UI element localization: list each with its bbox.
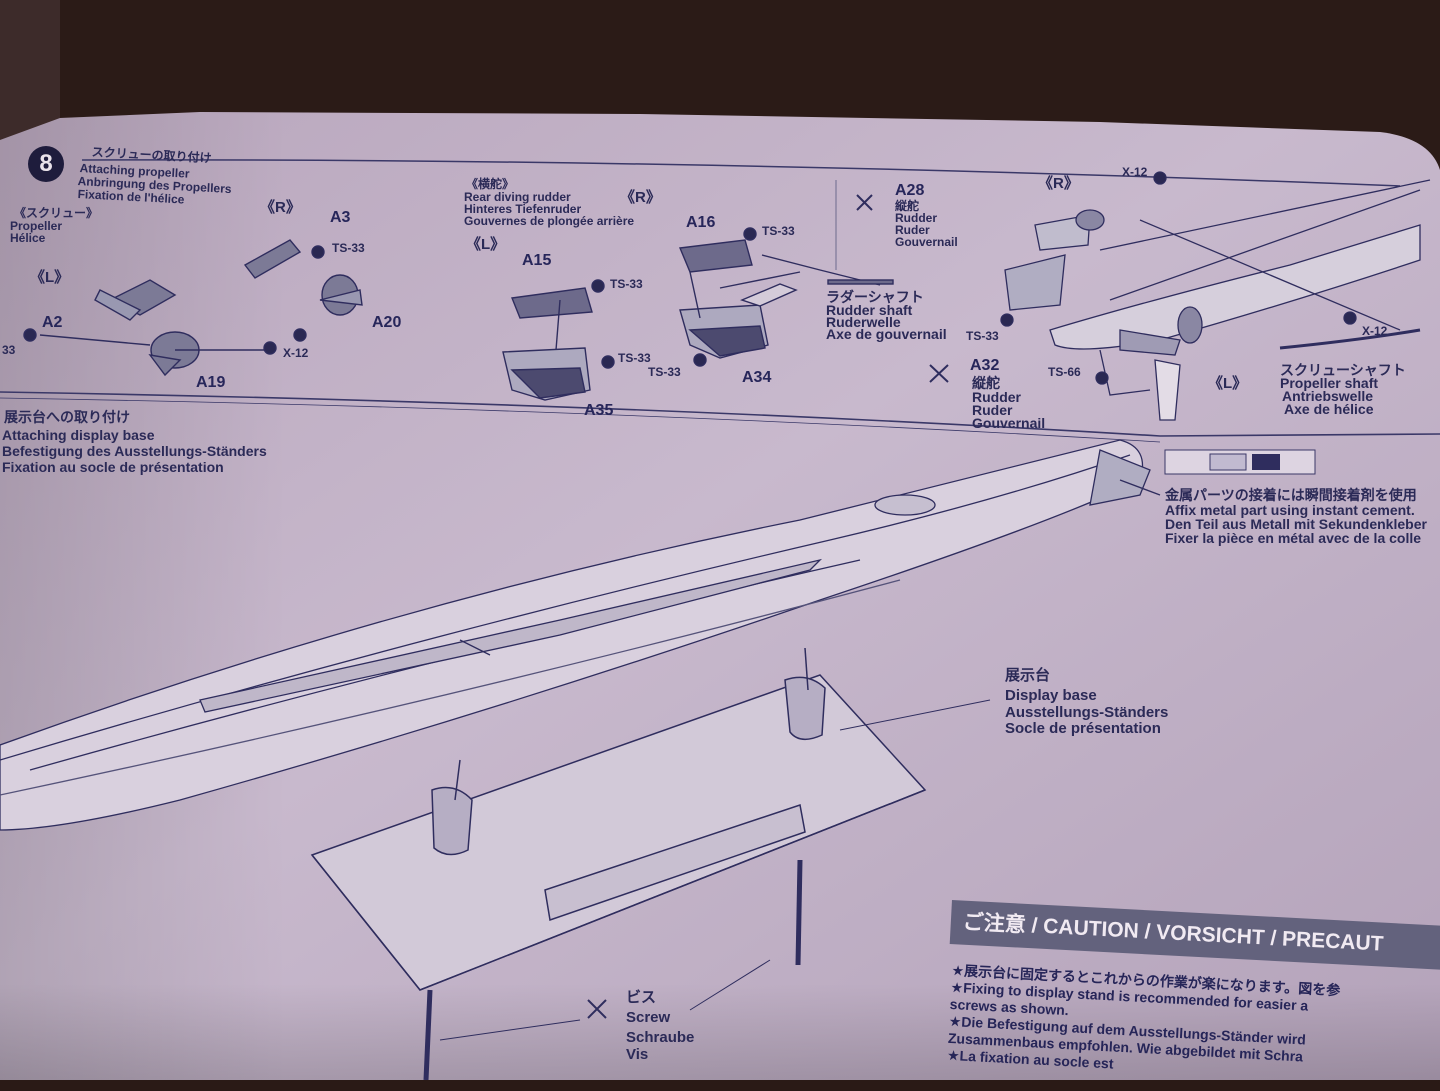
part-a20: A20 — [372, 314, 402, 331]
rear-rudder-side-right: 《R》 — [620, 189, 661, 206]
part-a2: A2 — [42, 314, 63, 331]
a32-ja: 縦舵 — [972, 375, 1000, 391]
propeller-side-left: 《L》 — [30, 269, 70, 286]
metal-note-de: Den Teil aus Metall mit Sekundenkleber — [1165, 516, 1427, 532]
metal-note-en: Affix metal part using instant cement. — [1165, 502, 1415, 518]
display-base-fr: Socle de présentation — [1005, 720, 1161, 737]
part-a3: A3 — [330, 209, 351, 226]
display-base-drawing — [310, 647, 991, 1080]
rear-rudder-de: Hinteres Tiefenruder — [464, 202, 582, 216]
part-a16: A16 — [686, 214, 716, 231]
a32-de: Ruder — [972, 402, 1013, 418]
part-a28: A28 — [895, 182, 925, 199]
display-base-ja: 展示台 — [1005, 667, 1051, 684]
screw-x12-propeller: X-12 — [283, 346, 309, 360]
a28-de: Ruder — [895, 223, 930, 237]
part-a35: A35 — [584, 402, 614, 419]
part-a32: A32 — [970, 357, 1000, 374]
a28-en: Rudder — [895, 211, 937, 225]
rudder-shaft-fr: Axe de gouvernail — [826, 326, 947, 342]
metal-note-ja: 金属パーツの接着には瞬間接着剤を使用 — [1165, 487, 1417, 503]
a32-en: Rudder — [972, 389, 1021, 405]
screw-ts33-a35: TS-33 — [618, 351, 651, 365]
display-base-de: Ausstellungs-Ständers — [1005, 704, 1169, 721]
screw-fr: Vis — [626, 1046, 649, 1063]
propeller-en: Propeller — [10, 219, 63, 233]
step-number: 8 — [28, 146, 64, 182]
rear-rudder-drawing — [502, 227, 894, 401]
rear-rudder-side-left: 《L》 — [466, 236, 506, 253]
rear-rudder-en: Rear diving rudder — [464, 190, 571, 204]
rear-rudder-fr: Gouvernes de plongée arrière — [464, 214, 635, 228]
a28-ja: 縦舵 — [895, 199, 920, 213]
display-title-ja: 展示台への取り付け — [4, 409, 130, 425]
step-frame-top — [81, 159, 1401, 187]
propeller-shaft-fr: Axe de hélice — [1284, 401, 1374, 417]
a32-fr: Gouvernail — [972, 415, 1046, 431]
part-a34: A34 — [742, 369, 772, 386]
metal-note-fr: Fixer la pièce en métal avec de la colle — [1165, 530, 1422, 546]
rudder-shaft-en: Rudder shaft — [826, 302, 913, 318]
display-title-fr: Fixation au socle de présentation — [2, 459, 224, 475]
a28-fr: Gouvernail — [895, 235, 958, 249]
display-base-en: Display base — [1005, 687, 1097, 704]
screw-de: Schraube — [626, 1029, 695, 1046]
screw-ts33-a16: TS-33 — [762, 224, 795, 238]
assembly-side-right: 《R》 — [1038, 175, 1079, 192]
step-divider — [0, 391, 1440, 437]
propeller-shaft-de: Antriebswelle — [1282, 388, 1374, 404]
rudder-shaft-ja: ラダーシャフト — [826, 289, 924, 305]
propeller-side-right: 《R》 — [260, 199, 301, 216]
screw-cut-33: 33 — [2, 343, 16, 357]
screw-ja: ビス — [626, 989, 657, 1006]
part-a15: A15 — [522, 252, 552, 269]
display-title-en: Attaching display base — [2, 427, 155, 443]
display-title-de: Befestigung des Ausstellungs-Ständers — [2, 443, 267, 459]
propeller-fr: Hélice — [10, 231, 46, 245]
propeller-shaft-ja: スクリューシャフト — [1280, 362, 1406, 378]
assembly-side-left: 《L》 — [1208, 375, 1248, 392]
rear-rudder-ja: 《横舵》 — [466, 177, 515, 191]
metal-part-icon — [1164, 449, 1316, 475]
screw-ts33-propeller: TS-33 — [332, 241, 365, 255]
submarine-hull-drawing — [0, 439, 1161, 831]
screw-ts33-assembly: TS-33 — [966, 329, 999, 343]
rudder-shaft-de: Ruderwelle — [826, 314, 901, 330]
screw-x12-right: X-12 — [1362, 324, 1388, 338]
propeller-ja: 《スクリュー》 — [14, 206, 99, 220]
screw-ts33-a15: TS-33 — [610, 277, 643, 291]
stern-assembly-drawing — [1000, 171, 1431, 421]
no-cement-icon — [587, 194, 949, 1019]
screw-en: Screw — [626, 1009, 671, 1026]
part-a19: A19 — [196, 374, 226, 391]
propeller-drawing — [23, 239, 363, 377]
propeller-shaft-en: Propeller shaft — [1280, 375, 1379, 391]
screw-x12-top: X-12 — [1122, 165, 1148, 179]
screw-ts66: TS-66 — [1048, 365, 1081, 379]
screw-ts33-a34: TS-33 — [648, 365, 681, 379]
